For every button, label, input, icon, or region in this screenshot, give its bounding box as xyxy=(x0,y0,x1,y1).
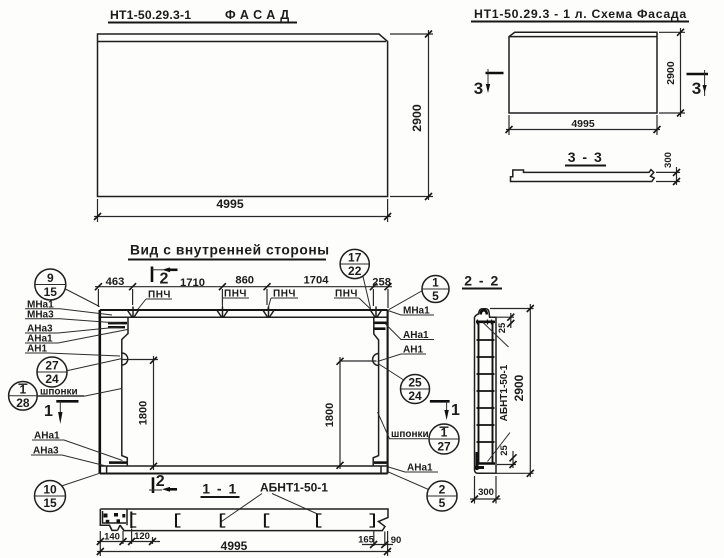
svg-text:5: 5 xyxy=(432,289,439,303)
svg-text:15: 15 xyxy=(43,496,57,510)
svg-text:1: 1 xyxy=(441,426,448,440)
svg-text:МНа3: МНа3 xyxy=(27,310,54,321)
svg-text:24: 24 xyxy=(45,372,59,386)
svg-text:шпонки: шпонки xyxy=(391,429,429,440)
svg-text:120: 120 xyxy=(134,531,150,542)
svg-text:860: 860 xyxy=(235,275,254,287)
svg-text:2: 2 xyxy=(439,483,446,497)
svg-text:АНа1: АНа1 xyxy=(407,463,433,474)
svg-text:165: 165 xyxy=(358,535,375,546)
svg-text:1800: 1800 xyxy=(138,401,150,425)
svg-text:шпонки: шпонки xyxy=(40,387,78,398)
svg-text:1: 1 xyxy=(432,276,439,290)
svg-text:НТ1-50.29.3-1: НТ1-50.29.3-1 xyxy=(110,8,191,22)
svg-text:3: 3 xyxy=(474,79,483,98)
svg-text:27: 27 xyxy=(45,359,59,373)
svg-text:ПНЧ: ПНЧ xyxy=(335,289,358,300)
svg-text:АНа3: АНа3 xyxy=(27,324,53,335)
svg-text:300: 300 xyxy=(478,487,494,498)
svg-text:ПНЧ: ПНЧ xyxy=(224,289,247,300)
svg-text:15: 15 xyxy=(44,285,58,299)
svg-text:1: 1 xyxy=(451,402,460,419)
svg-text:1800: 1800 xyxy=(324,403,336,427)
svg-text:АН1: АН1 xyxy=(27,344,47,355)
svg-text:АНа3: АНа3 xyxy=(33,446,59,457)
svg-text:90: 90 xyxy=(391,535,402,546)
svg-text:27: 27 xyxy=(437,440,451,454)
svg-text:140: 140 xyxy=(104,532,120,543)
svg-text:300: 300 xyxy=(663,152,674,168)
svg-text:АН1: АН1 xyxy=(403,345,423,356)
svg-text:2: 2 xyxy=(160,271,169,288)
svg-text:1: 1 xyxy=(20,383,27,397)
svg-text:ПНЧ: ПНЧ xyxy=(273,289,296,300)
svg-text:АБНТ1-50-1: АБНТ1-50-1 xyxy=(260,481,328,495)
svg-text:МНа1: МНа1 xyxy=(403,306,430,317)
svg-text:2900: 2900 xyxy=(512,374,526,401)
svg-text:Вид с внутренней стороны: Вид с внутренней стороны xyxy=(130,243,330,258)
svg-text:1710: 1710 xyxy=(180,277,205,289)
svg-text:2900: 2900 xyxy=(665,61,677,85)
svg-text:ФАСАД: ФАСАД xyxy=(225,8,294,22)
svg-text:АБНТ1-50-1: АБНТ1-50-1 xyxy=(499,364,510,421)
svg-text:24: 24 xyxy=(408,389,422,403)
svg-text:4995: 4995 xyxy=(571,118,595,130)
svg-text:10: 10 xyxy=(43,483,57,497)
svg-text:3 - 3: 3 - 3 xyxy=(568,149,604,165)
svg-text:2: 2 xyxy=(156,473,165,490)
svg-text:463: 463 xyxy=(106,276,125,288)
svg-text:ПНЧ: ПНЧ xyxy=(148,290,171,301)
svg-text:1704: 1704 xyxy=(304,275,330,287)
svg-text:2 - 2: 2 - 2 xyxy=(464,273,500,289)
svg-text:4995: 4995 xyxy=(221,539,248,553)
svg-text:25: 25 xyxy=(408,376,422,390)
svg-text:АНа1: АНа1 xyxy=(34,431,60,442)
svg-text:25: 25 xyxy=(499,445,510,456)
svg-text:1 - 1: 1 - 1 xyxy=(202,481,238,497)
svg-text:МНа1: МНа1 xyxy=(27,300,54,311)
svg-text:АНа1: АНа1 xyxy=(403,330,429,341)
svg-text:АНа1: АНа1 xyxy=(27,334,53,345)
svg-text:9: 9 xyxy=(47,271,54,285)
svg-text:258: 258 xyxy=(372,277,391,289)
svg-text:28: 28 xyxy=(16,396,30,410)
svg-text:4995: 4995 xyxy=(216,197,244,211)
svg-text:2900: 2900 xyxy=(410,104,424,132)
svg-text:17: 17 xyxy=(348,251,362,265)
svg-text:1: 1 xyxy=(44,403,53,420)
svg-text:25: 25 xyxy=(497,322,508,333)
svg-text:5: 5 xyxy=(439,496,446,510)
svg-text:22: 22 xyxy=(348,264,362,278)
svg-text:3: 3 xyxy=(692,79,701,98)
svg-text:НТ1-50.29.3 - 1 л. Схема Фасад: НТ1-50.29.3 - 1 л. Схема Фасада xyxy=(474,7,687,21)
